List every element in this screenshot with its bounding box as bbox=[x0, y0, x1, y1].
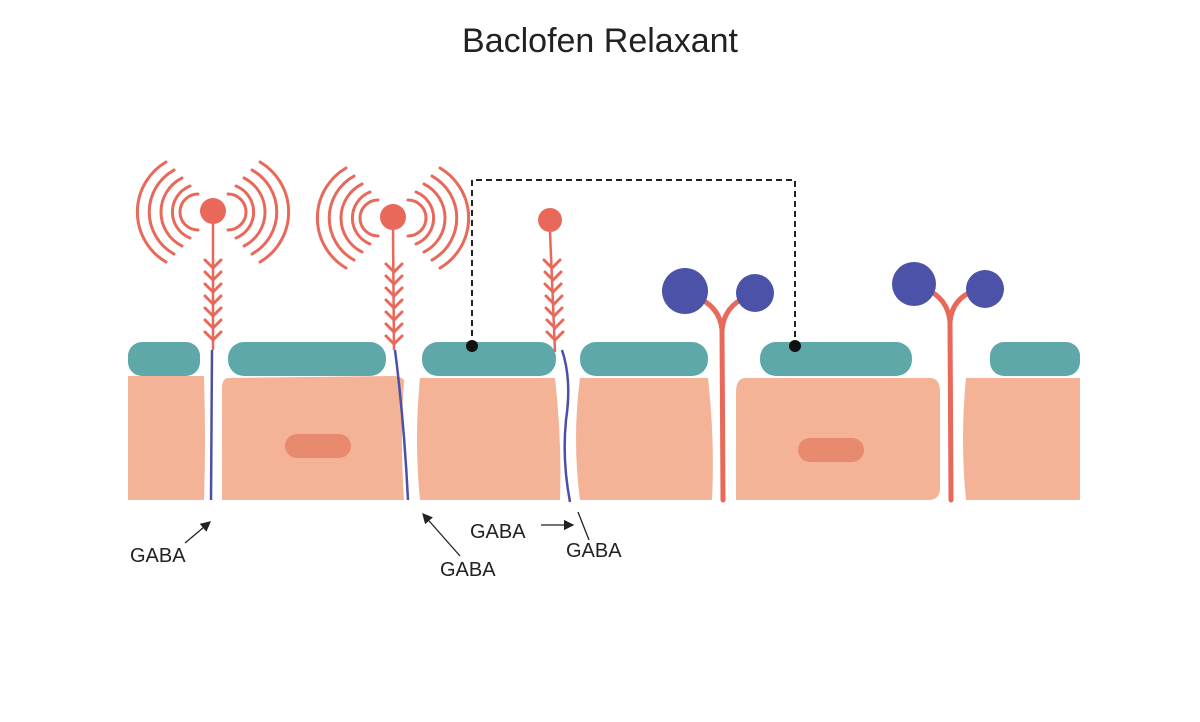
myelin-sheath-3 bbox=[542, 258, 565, 342]
axon-1 bbox=[209, 349, 214, 501]
cell-body-4 bbox=[576, 378, 713, 500]
receptor-2 bbox=[892, 262, 1004, 503]
receptor-head-left-2 bbox=[892, 262, 936, 306]
receptor-head-right-1 bbox=[736, 274, 774, 312]
cell-layer bbox=[128, 342, 1080, 500]
cell-cap-6 bbox=[990, 342, 1080, 376]
arrow-gaba-2 bbox=[422, 513, 461, 557]
myelin-sheath-2 bbox=[384, 262, 404, 346]
diagram-title: Baclofen Relaxant bbox=[462, 22, 738, 60]
label-arrows bbox=[184, 511, 590, 557]
neuron-1 bbox=[135, 160, 291, 501]
signal-waves-left-2 bbox=[315, 166, 380, 270]
label-gaba-1: GABA bbox=[130, 545, 186, 567]
cell-cap-5 bbox=[760, 342, 912, 376]
signal-waves-right-2 bbox=[406, 166, 471, 270]
cell-cap-4 bbox=[580, 342, 708, 376]
neuron-soma-2 bbox=[380, 204, 406, 230]
neuron-soma-1 bbox=[200, 198, 226, 224]
myelin-sheath-1 bbox=[203, 258, 223, 342]
nucleus-1 bbox=[285, 434, 351, 458]
label-gaba-4: GABA bbox=[566, 540, 622, 562]
cell-body-1 bbox=[128, 376, 205, 500]
axon-3 bbox=[560, 349, 572, 503]
cell-cap-2 bbox=[228, 342, 386, 376]
receptor-1 bbox=[662, 268, 774, 503]
receptor-head-left-1 bbox=[662, 268, 708, 314]
label-gaba-3: GABA bbox=[470, 521, 526, 543]
cell-body-3 bbox=[417, 378, 561, 500]
arrow-gaba-4 bbox=[577, 511, 590, 541]
neuron-3 bbox=[538, 208, 572, 503]
neuron-2 bbox=[315, 166, 471, 501]
cell-cap-1 bbox=[128, 342, 200, 376]
dashed-connector bbox=[466, 179, 801, 352]
receptor-head-right-2 bbox=[966, 270, 1004, 308]
connector-dot-left bbox=[466, 340, 478, 352]
label-gaba-2: GABA bbox=[440, 559, 496, 581]
neuron-soma-3 bbox=[538, 208, 562, 232]
axon-2 bbox=[393, 349, 410, 501]
arrow-gaba-1 bbox=[184, 521, 211, 544]
cell-body-6 bbox=[963, 378, 1080, 500]
signal-waves-left-1 bbox=[135, 160, 200, 264]
cell-cap-3 bbox=[422, 342, 556, 376]
nucleus-2 bbox=[798, 438, 864, 462]
connector-dot-right bbox=[789, 340, 801, 352]
signal-waves-right-1 bbox=[226, 160, 291, 264]
